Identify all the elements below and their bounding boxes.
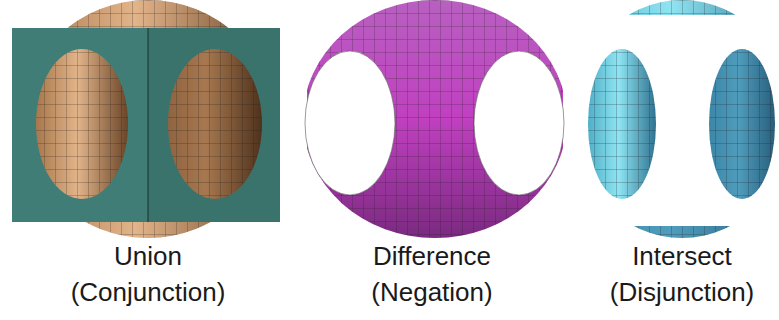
intersect-figure — [572, 0, 779, 238]
difference-figure — [303, 0, 567, 238]
caption: Union (Conjunction) — [71, 238, 226, 310]
caption: Difference (Negation) — [371, 238, 492, 310]
union-figure — [12, 0, 280, 238]
caption: Intersect (Disjunction) — [610, 238, 754, 310]
